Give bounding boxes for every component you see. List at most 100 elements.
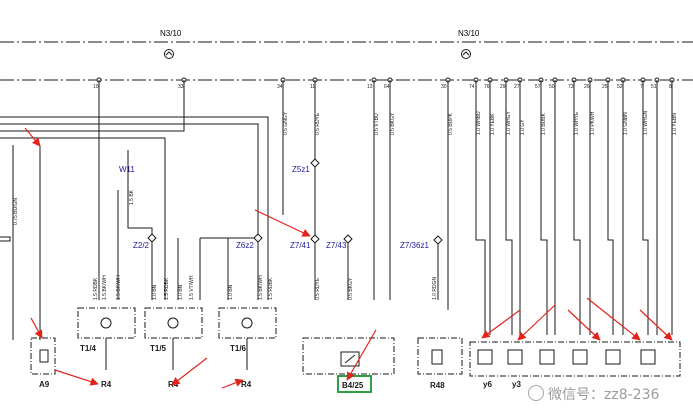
arrow-y-4: [586, 297, 641, 341]
wire-label: 1.0 WHGY: [506, 110, 512, 135]
box-a9: [30, 337, 56, 375]
connector-pins: 10 33 34 11 13 64 30 74 76 29 27 57 50 7…: [93, 77, 675, 90]
splice-z2-2-label: Z2/2: [133, 241, 150, 250]
wire-label: 1.0 BN: [152, 284, 158, 300]
wire-label: 1.5 RDBK: [164, 277, 170, 300]
wire-label: 1.5 BK/WH: [258, 275, 264, 300]
box-t1-5: [144, 307, 203, 339]
wire-label: 1.0 GNBN: [623, 112, 629, 135]
watermark-text: 微信号：zz8-236: [548, 387, 660, 403]
wire-labels: 0.75 BU/GN 1.5 BK 1.5 RDBK 1.5 BK/WH 1.5…: [13, 110, 678, 300]
splice-z7-41-label: Z7/41: [290, 241, 311, 250]
splice-z7-36z1: Z7/36z1: [400, 235, 443, 250]
arrow-r4-1: [54, 369, 99, 386]
label-t1-4: T1/4: [80, 344, 97, 353]
pin-52-label: 52: [617, 84, 623, 90]
pin-27-label: 27: [514, 84, 520, 90]
pin-34-label: 34: [277, 84, 283, 90]
pin-73: 73: [568, 77, 577, 90]
red-arrows: [24, 127, 673, 389]
pin-51-label: 51: [651, 84, 657, 90]
arrow-r4-3: [221, 378, 244, 389]
arrow-z7-41: [254, 209, 311, 237]
pin-76-label: 76: [484, 84, 490, 90]
pin-25-label: 25: [602, 84, 608, 90]
pin-30-label: 30: [441, 84, 447, 90]
splice-w11-label: W11: [119, 165, 135, 174]
arrow-b4-25: [346, 329, 377, 381]
pin-74-label: 74: [469, 84, 475, 90]
wire-label: 1.5 BK/WH: [116, 275, 122, 300]
pin-57-label: 57: [535, 84, 541, 90]
wire-label: 1.0 PKWH: [590, 111, 596, 135]
wire-label: 1.5 VT/WH: [189, 275, 195, 300]
watermark: 微信号：zz8-236: [528, 384, 693, 406]
splice-z7-36z1-label: Z7/36z1: [400, 241, 429, 250]
wire-label: 1.5 BK/WH: [102, 275, 108, 300]
arrow-y-3: [567, 309, 601, 341]
splices: W11 Z2/2 Z6z2 Z5z1 Z7/41 Z7/43 Z7/36z1: [119, 158, 443, 300]
wire-label: 0.5 BKGY: [348, 277, 354, 300]
wire-label: 1.0 BN: [178, 284, 184, 300]
arrow-y3: [517, 304, 556, 341]
pin-26-label: 26: [584, 84, 590, 90]
component-symbols: [39, 317, 656, 370]
box-y-valves: [469, 341, 681, 377]
pin-50-label: 50: [549, 84, 555, 90]
arrow-y-5: [639, 309, 673, 341]
label-b4-25: B4/25: [342, 381, 364, 390]
component-labels: A9 T1/4 T1/5 T1/6 B4/25 R48 y6 y3 R4 R4 …: [39, 344, 521, 390]
splice-z5z1-label: Z5z1: [292, 165, 310, 174]
wire-label: 1.0 GY: [520, 119, 526, 135]
wire-label: 0.5 BKGY: [390, 112, 396, 135]
label-y6: y6: [483, 380, 492, 389]
splice-z5z1: Z5z1: [292, 158, 320, 174]
splice-z6z2: Z6z2: [236, 233, 263, 250]
wire-label: 1.5 RDBK: [268, 277, 274, 300]
pin-13: 13: [367, 77, 377, 90]
wire-label: 1.5 RDBK: [93, 277, 99, 300]
wire-lines: [0, 80, 673, 340]
pin-73-label: 73: [568, 84, 574, 90]
wire-label: 1.0 YEBK: [490, 113, 496, 135]
module-label-right: N3/10: [458, 29, 480, 38]
pin-10-label: 10: [93, 84, 99, 90]
arrow-a9-top: [24, 127, 41, 147]
wire-label: 0.5 RDYE: [315, 277, 321, 300]
module-frame-top: [0, 41, 693, 81]
pin-8-label: 8: [669, 84, 672, 90]
wire-label: 1.0 WHBU: [476, 111, 482, 135]
pin-33-label: 33: [178, 84, 184, 90]
box-b4-25: [302, 337, 395, 375]
wire-label: 1.0 WHYE: [574, 111, 580, 135]
wire-label: 0.5 RDYE: [315, 112, 321, 135]
label-t1-6: T1/6: [230, 344, 247, 353]
pin-7-label: 7: [640, 84, 643, 90]
wire-label: 0.5 BUPK: [448, 112, 454, 135]
module-label-left: N3/10: [160, 29, 182, 38]
label-y3: y3: [512, 380, 521, 389]
splice-w11: W11: [119, 165, 135, 174]
pin-51: 51: [651, 77, 660, 90]
b4-25-highlight: [337, 375, 372, 393]
wire-label: 1.0 BUBK: [541, 112, 547, 135]
arrow-y6: [481, 309, 521, 339]
label-r48: R48: [430, 381, 445, 390]
control-unit-icon-right: [461, 49, 471, 59]
pin-64-label: 64: [384, 84, 390, 90]
arrow-a9-bottom: [30, 317, 43, 339]
wechat-icon: [528, 385, 544, 401]
wire-label: 0.5 VTBU: [374, 113, 380, 135]
wire-label: 1.0 RDGN: [432, 277, 438, 300]
label-r4-1: R4: [101, 380, 112, 389]
wire-label: 0.5 GNGY: [283, 111, 289, 135]
wire-label: 0.75 BU/GN: [13, 198, 19, 225]
label-a9: A9: [39, 380, 50, 389]
splice-z7-41: Z7/41: [290, 234, 320, 250]
label-t1-5: T1/5: [150, 344, 167, 353]
splice-z7-43-label: Z7/43: [326, 241, 347, 250]
wire-label: 1.0 WHGN: [643, 110, 649, 135]
pin-13-label: 13: [367, 84, 373, 90]
wire-label: 1.0 YEBN: [672, 113, 678, 135]
